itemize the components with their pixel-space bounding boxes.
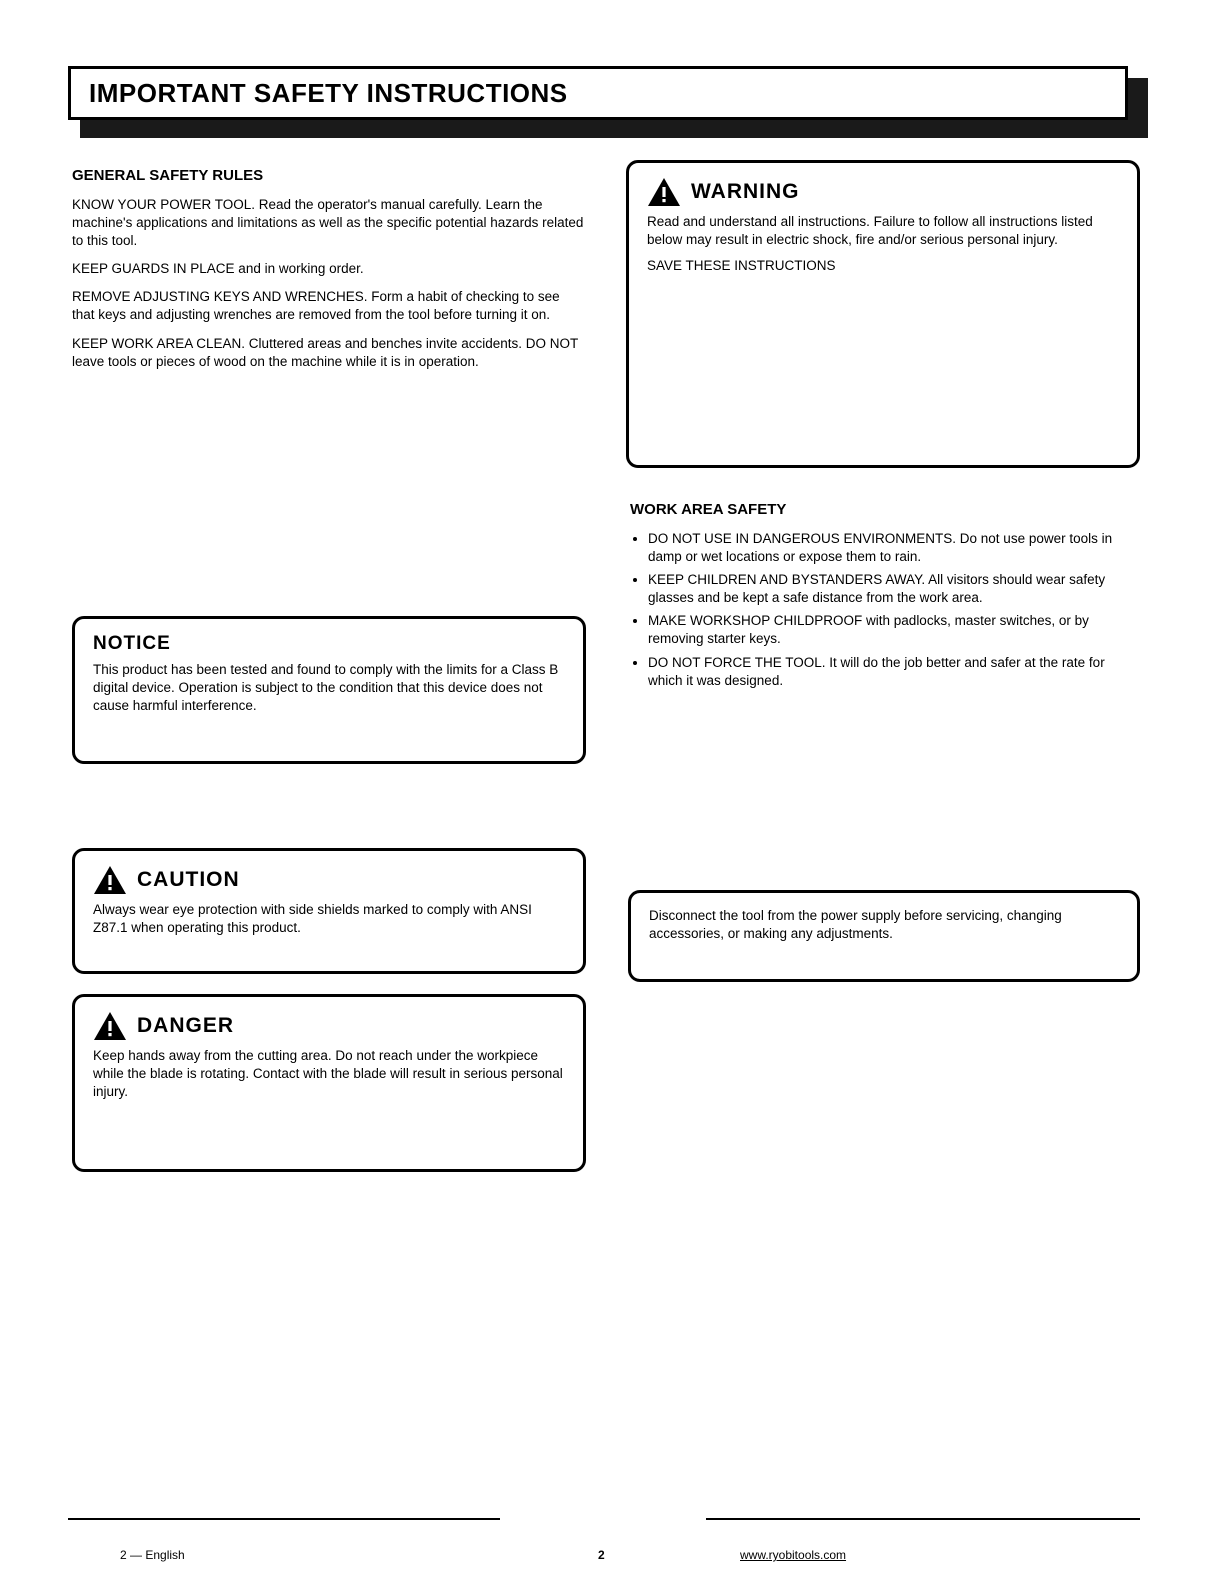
- caution-body: Always wear eye protection with side shi…: [93, 901, 565, 937]
- warning-body: Read and understand all instructions. Fa…: [647, 213, 1119, 274]
- warning-triangle-icon: [648, 178, 680, 206]
- right-section-title: WORK AREA SAFETY: [630, 501, 787, 518]
- danger-body: Keep hands away from the cutting area. D…: [93, 1047, 565, 1100]
- caution-header: CAUTION: [93, 865, 565, 895]
- warning-header: WARNING: [647, 177, 1119, 207]
- warning-triangle-icon: [94, 1012, 126, 1040]
- right-bullet-list: DO NOT USE IN DANGEROUS ENVIRONMENTS. Do…: [630, 530, 1140, 690]
- attention-body: Disconnect the tool from the power suppl…: [649, 907, 1119, 943]
- page-title: IMPORTANT SAFETY INSTRUCTIONS: [89, 77, 568, 108]
- list-item: MAKE WORKSHOP CHILDPROOF with padlocks, …: [648, 612, 1140, 648]
- caution-paragraph-1: Always wear eye protection with side shi…: [93, 902, 532, 935]
- left-paragraph-4: KEEP WORK AREA CLEAN. Cluttered areas an…: [72, 335, 578, 369]
- footer-website-link[interactable]: www.ryobitools.com: [740, 1548, 847, 1562]
- danger-header: DANGER: [93, 1011, 565, 1041]
- right-column-text: WORK AREA SAFETY DO NOT USE IN DANGEROUS…: [630, 500, 1140, 700]
- warning-box-main: WARNING Read and understand all instruct…: [626, 160, 1140, 468]
- left-section-title: GENERAL SAFETY RULES: [72, 167, 264, 184]
- left-column-text: GENERAL SAFETY RULES KNOW YOUR POWER TOO…: [72, 166, 584, 381]
- danger-paragraph-1: Keep hands away from the cutting area. D…: [93, 1048, 563, 1099]
- caution-label: CAUTION: [137, 868, 240, 891]
- attention-box: Disconnect the tool from the power suppl…: [628, 890, 1140, 982]
- danger-box: DANGER Keep hands away from the cutting …: [72, 994, 586, 1172]
- danger-label: DANGER: [137, 1014, 235, 1037]
- list-item: KEEP CHILDREN AND BYSTANDERS AWAY. All v…: [648, 571, 1140, 607]
- warning-label: WARNING: [691, 180, 800, 203]
- notice-body: This product has been tested and found t…: [93, 661, 565, 714]
- footer-rule-right: [706, 1518, 1140, 1520]
- attention-paragraph-1: Disconnect the tool from the power suppl…: [649, 908, 1062, 941]
- warning-paragraph-2: SAVE THESE INSTRUCTIONS: [647, 257, 836, 273]
- notice-paragraph-1: This product has been tested and found t…: [93, 662, 559, 713]
- warning-triangle-icon: [94, 866, 126, 894]
- list-item: DO NOT USE IN DANGEROUS ENVIRONMENTS. Do…: [648, 530, 1140, 566]
- footer-left-text: 2 — English: [120, 1548, 185, 1562]
- left-paragraph-2: KEEP GUARDS IN PLACE and in working orde…: [72, 261, 364, 277]
- notice-label: NOTICE: [93, 633, 171, 654]
- left-paragraph-3: REMOVE ADJUSTING KEYS AND WRENCHES. Form…: [72, 289, 560, 323]
- warning-paragraph-1: Read and understand all instructions. Fa…: [647, 214, 1093, 247]
- list-item: DO NOT FORCE THE TOOL. It will do the jo…: [648, 654, 1140, 690]
- page-number: 2: [598, 1548, 605, 1562]
- page-header-banner: IMPORTANT SAFETY INSTRUCTIONS: [68, 66, 1148, 138]
- caution-box: CAUTION Always wear eye protection with …: [72, 848, 586, 974]
- left-paragraph-1: KNOW YOUR POWER TOOL. Read the operator'…: [72, 197, 584, 249]
- notice-box: NOTICE This product has been tested and …: [72, 616, 586, 764]
- header-bar: IMPORTANT SAFETY INSTRUCTIONS: [68, 66, 1128, 120]
- footer-rule-left: [68, 1518, 500, 1520]
